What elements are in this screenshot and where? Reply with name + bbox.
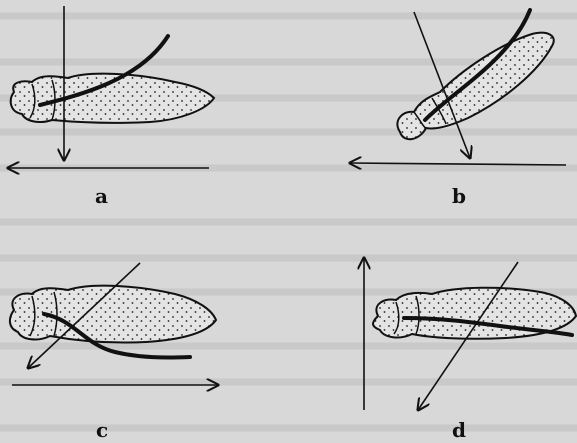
panel-label-d: d: [452, 418, 466, 442]
panel-c: [10, 263, 218, 385]
panel-d: [364, 258, 576, 410]
panel-label-a: a: [95, 184, 108, 208]
panel-b: [350, 10, 566, 165]
panel-label-c: c: [96, 418, 108, 442]
panel-label-b: b: [452, 184, 466, 208]
panel-a: [8, 6, 214, 168]
